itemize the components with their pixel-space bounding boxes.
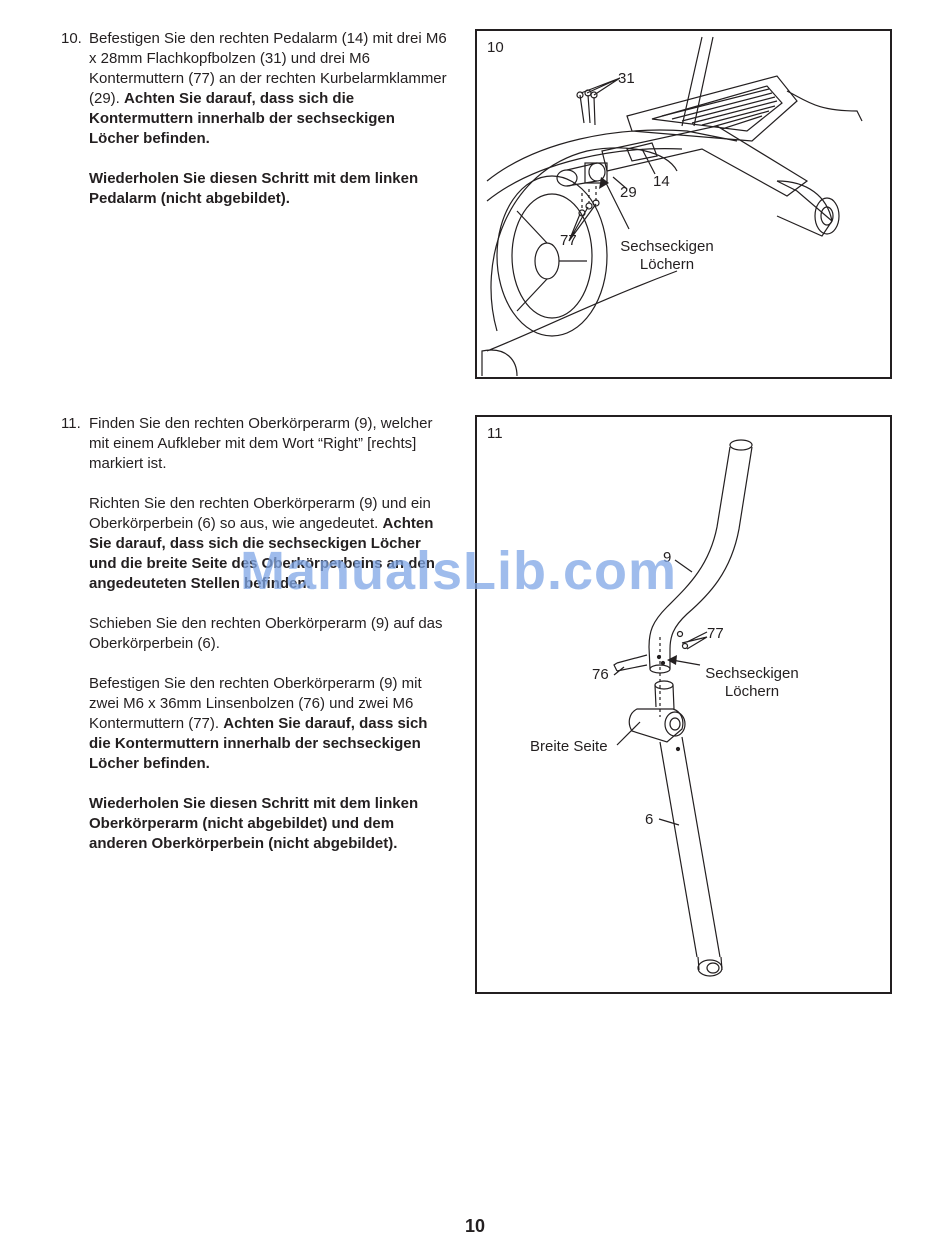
step-number: 10. <box>61 30 82 47</box>
step-number: 11. <box>61 415 81 432</box>
callout-77: 77 <box>560 232 577 249</box>
hex-holes-label-line2: Löchern <box>640 256 694 273</box>
instruction-text: Richten Sie den rechten Oberkörperarm (9… <box>89 495 431 532</box>
figure-label: 11 <box>487 425 503 442</box>
hex-holes-label-line1: Sechseckigen <box>620 238 713 255</box>
callout-76: 76 <box>592 666 609 683</box>
warning-text: Achten Sie darauf, dass sich die sechsec… <box>89 515 435 592</box>
page-number: 10 <box>464 1216 486 1236</box>
step-paragraph: Finden Sie den rechten Oberkörperarm (9)… <box>89 415 433 472</box>
hex-holes-label-line1: Sechseckigen <box>705 665 798 682</box>
pedal-arm-illustration: 10 31 14 29 77 Sechseckigen Löchern <box>481 36 863 377</box>
warning-text: Achten Sie darauf, dass sich die Konterm… <box>89 90 395 147</box>
figure-11: 11 9 77 76 Sechseckigen Löchern Breite S… <box>475 415 892 994</box>
callout-77: 77 <box>707 625 724 642</box>
watermark: ManualsLib.com <box>240 541 678 601</box>
warning-text: Achten Sie darauf, dass sich die Konterm… <box>89 715 428 772</box>
repeat-instruction: Wiederholen Sie diesen Schritt mit dem l… <box>89 170 419 207</box>
callout-29: 29 <box>620 184 637 201</box>
step-body: Befestigen Sie den rechten Pedalarm (14)… <box>89 29 449 229</box>
instruction-text: Befestigen Sie den rechten Oberkörperarm… <box>89 675 422 732</box>
figure-label: 10 <box>487 39 504 56</box>
step-paragraph: Richten Sie den rechten Oberkörperarm (9… <box>89 494 449 594</box>
callout-14: 14 <box>653 173 670 190</box>
hex-holes-label-line2: Löchern <box>725 683 779 700</box>
step-paragraph: Befestigen Sie den rechten Oberkörperarm… <box>89 674 449 774</box>
callout-31: 31 <box>618 70 635 87</box>
callout-9: 9 <box>663 549 671 566</box>
instruction-text: Befestigen Sie den rechten Pedalarm (14)… <box>89 30 447 107</box>
step-paragraph: Befestigen Sie den rechten Pedalarm (14)… <box>89 29 449 149</box>
step-paragraph: Schieben Sie den rechten Oberkörperarm (… <box>89 615 443 652</box>
step-body: Finden Sie den rechten Oberkörperarm (9)… <box>89 414 449 874</box>
upper-body-arm-illustration: 11 9 77 76 Sechseckigen Löchern Breite S… <box>487 425 799 977</box>
figure-10: 10 31 14 29 77 Sechseckigen Löchern <box>475 29 892 379</box>
repeat-instruction: Wiederholen Sie diesen Schritt mit dem l… <box>89 795 419 852</box>
callout-6: 6 <box>645 811 653 828</box>
wide-side-label: Breite Seite <box>530 738 608 755</box>
